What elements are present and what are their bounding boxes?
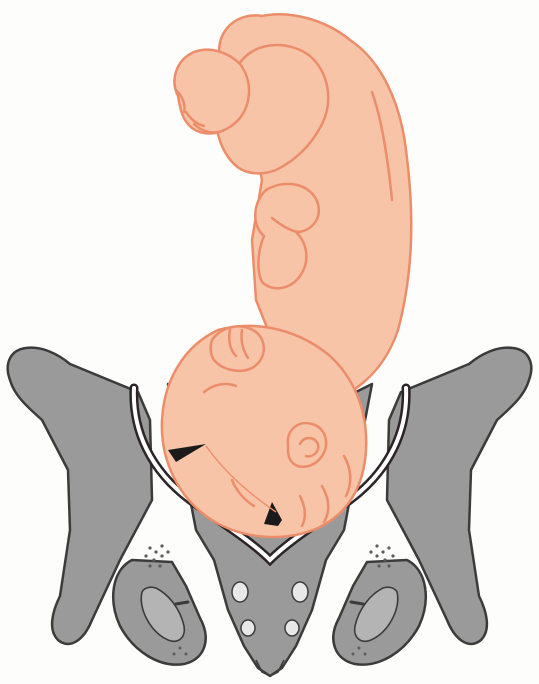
fetus-foot [175, 50, 249, 134]
fetus-hand [211, 326, 264, 370]
left-ischial-spine [176, 602, 188, 604]
right-ischial-spine [351, 602, 363, 604]
sacral-foramen [292, 582, 308, 602]
sacral-foramen [285, 620, 299, 636]
sacral-foramen [232, 582, 248, 602]
fetus [162, 14, 411, 537]
sacral-foramen [241, 620, 255, 636]
